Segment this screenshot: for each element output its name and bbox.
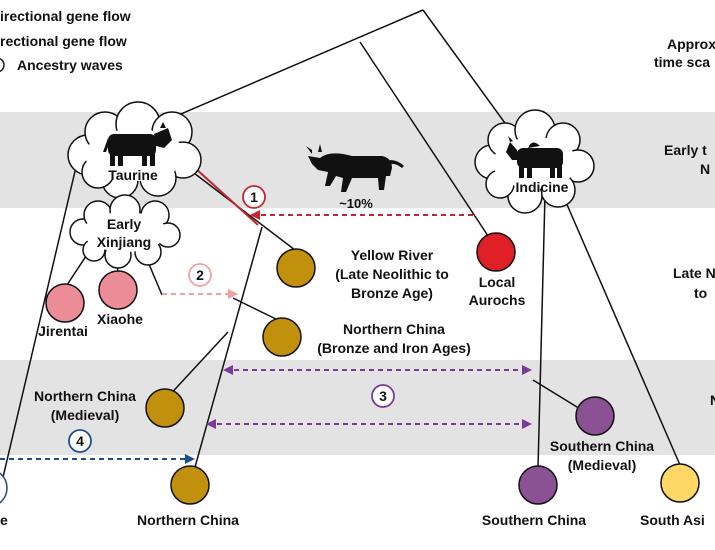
northern-china-bia-label-2: (Bronze and Iron Ages) [317, 340, 471, 356]
legend-ancestry-waves: Ancestry waves [17, 57, 123, 73]
xiaohe-label: Xiaohe [97, 311, 143, 327]
time-scale-late-2: to [694, 285, 707, 301]
node-southern-china-medieval [575, 396, 615, 436]
time-scale: Approx time sca Early t N Late N to N [654, 36, 715, 408]
south-asia-label: South Asi [640, 512, 705, 528]
wave1-branch [194, 167, 259, 226]
southern-china-medieval-label-1: Southern China [550, 438, 654, 454]
northern-china-bia-label-1: Northern China [343, 321, 445, 337]
yellow-river-label-3: Bronze Age) [351, 285, 433, 301]
node-xiaohe [98, 270, 138, 310]
bottom-left-partial-label: e [0, 512, 8, 528]
taurine-label: Taurine [108, 167, 158, 183]
time-scale-header-2: time sca [654, 54, 710, 70]
time-scale-early-1: Early t [664, 142, 707, 158]
tree-branch-northern-china [189, 226, 263, 486]
phylogeny-tree [0, 9, 681, 491]
northern-china-label: Northern China [137, 512, 239, 528]
indicine-label: Indicine [516, 179, 569, 195]
time-scale-header-1: Approx [667, 36, 715, 52]
node-local-aurochs [476, 232, 516, 272]
node-south-asia [660, 463, 700, 503]
node-jirentai [45, 283, 85, 323]
yellow-river-label-1: Yellow River [351, 247, 434, 263]
jirentai-label: Jirentai [38, 323, 88, 339]
legend-wave-circle [0, 57, 5, 73]
node-northern-china [170, 465, 210, 505]
local-aurochs-label-2: Aurochs [469, 292, 526, 308]
early-xinjiang-label-1: Early [107, 216, 141, 232]
node-southern-china [518, 465, 558, 505]
node-northern-china-medieval [145, 388, 185, 428]
tree-branch-southern-china [537, 194, 546, 469]
tree-branch-taurine-left [0, 149, 81, 491]
northern-china-medieval-label-1: Northern China [34, 388, 136, 404]
wave-marker-3: 3 [371, 384, 395, 408]
northern-china-medieval-label-2: (Medieval) [51, 407, 119, 423]
node-bottom-left-partial [0, 472, 8, 504]
southern-china-medieval-label-2: (Medieval) [568, 457, 636, 473]
wave-marker-3-label: 3 [379, 388, 387, 404]
yellow-river-label-2: (Late Neolithic to [335, 266, 449, 282]
time-scale-medieval: N [710, 392, 715, 408]
time-scale-early-2: N [700, 161, 710, 177]
wave-marker-1: 1 [242, 185, 266, 209]
wave-marker-1-label: 1 [250, 189, 258, 205]
taurine-cow-icon [103, 122, 172, 166]
wave-marker-4-label: 4 [76, 433, 84, 449]
southern-china-label: Southern China [482, 512, 586, 528]
early-xinjiang-cloud [69, 194, 181, 269]
wave-marker-2: 2 [188, 263, 212, 287]
time-scale-late-1: Late N [673, 265, 715, 281]
wave-marker-2-label: 2 [196, 267, 204, 283]
local-aurochs-label-1: Local [479, 274, 516, 290]
early-xinjiang-label-2: Xinjiang [97, 234, 151, 250]
tree-branch-bia [232, 297, 283, 323]
aurochs-bull-icon [306, 144, 404, 192]
legend: irectional gene flow rectional gene flow… [0, 8, 131, 73]
legend-unidirectional: rectional gene flow [0, 33, 127, 49]
legend-bidirectional: irectional gene flow [0, 8, 131, 24]
wave-marker-4: 4 [68, 429, 92, 453]
aurochs-percent-label: ~10% [339, 196, 373, 211]
indicine-cow-icon [506, 136, 563, 178]
tree-branch-medieval [164, 331, 229, 401]
tree-branch-aurochs [359, 41, 497, 249]
node-northern-china-bia [262, 317, 302, 357]
tree-branch-south-asia [564, 199, 681, 466]
node-yellow-river [276, 248, 316, 288]
